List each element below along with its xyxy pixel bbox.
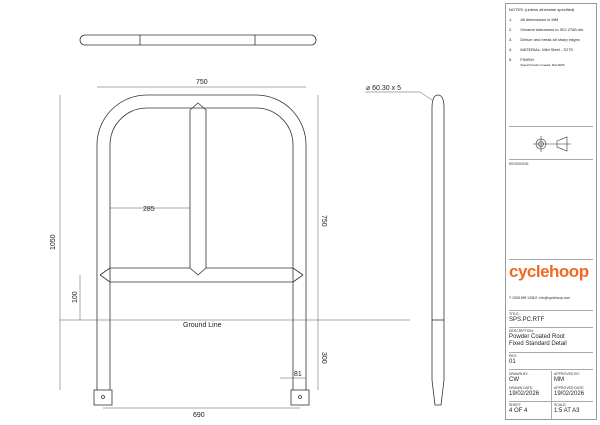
rev-value: 01	[509, 359, 516, 365]
note-text: MATERIAL: Mild Steel - S275	[520, 47, 573, 52]
dim-tube: ⌀ 60.30 x 5	[366, 85, 401, 92]
note-text: All dimensions in MM	[520, 17, 559, 22]
sheet: 4 OF 4	[509, 408, 528, 414]
dim-total-height: 1050	[50, 234, 57, 250]
note-num: 2.	[509, 27, 513, 32]
rev-label: REV:	[509, 354, 518, 358]
approved-date: 19/02/2026	[554, 391, 585, 397]
top-view	[79, 34, 317, 46]
sheet-label: SHEET:	[509, 403, 522, 407]
side-view	[431, 94, 445, 406]
note-num: 5.	[509, 57, 513, 62]
note-item: 4. MATERIAL: Mild Steel - S275	[509, 47, 593, 52]
note-item: 1. All dimensions in MM	[509, 17, 593, 22]
note-num: 3.	[509, 37, 513, 42]
title-label: TITLE:	[509, 312, 520, 316]
approved-by: MM	[554, 377, 564, 383]
dim-rail-height: 100	[72, 291, 79, 303]
ground-line-label: Ground Line	[183, 322, 222, 329]
drawing-title: SPS.PC.RTF	[509, 317, 545, 323]
notes-heading: NOTES: (unless otherwise specified)	[509, 7, 575, 12]
title-block: NOTES: (unless otherwise specified) 1. Al…	[505, 3, 597, 420]
scale: 1:5 AT A3	[554, 408, 580, 414]
revisions-label: REVISIONS:	[509, 162, 530, 166]
note-text: General tolerances to ISO 2768-mk	[520, 27, 584, 32]
description-label: DESCRIPTION:	[509, 329, 534, 333]
drawn-by: CW	[509, 377, 519, 383]
drawn-by-label: DRAWN BY:	[509, 372, 529, 376]
projection-symbol-icon	[533, 136, 571, 152]
dim-inner-width: 285	[143, 206, 155, 213]
note-num: 4.	[509, 47, 513, 52]
note-text: Deburr and break all sharp edges	[520, 37, 580, 42]
notes: NOTES: (unless otherwise specified) 1. Al…	[509, 7, 593, 72]
dim-top-width: 750	[196, 79, 208, 86]
drawn-date: 19/02/2026	[509, 391, 540, 397]
contact-info: T: 0208 699 1336 E: info@cyclehoop.com	[509, 296, 571, 300]
dim-base-width: 690	[193, 412, 205, 419]
front-view	[93, 94, 310, 406]
note-item: 2. General tolerances to ISO 2768-mk	[509, 27, 593, 32]
description: Powder Coated Root Fixed Standard Detail	[509, 334, 567, 347]
note-item: 5. FINISH:Signal Powder Coated, RAL9005	[509, 57, 593, 67]
note-sub: Signal Powder Coated, RAL9005	[520, 63, 565, 67]
dim-embed-depth: 300	[320, 352, 327, 364]
scale-label: SCALE:	[554, 403, 567, 407]
dim-upper-height: 750	[320, 215, 327, 227]
approved-date-label: APPROVED DATE:	[554, 386, 585, 390]
note-num: 1.	[509, 17, 513, 22]
drawn-date-label: DRAWN DATE:	[509, 386, 534, 390]
dim-foot-width: 81	[294, 371, 302, 378]
cyclehoop-logo: cyclehoop	[509, 262, 589, 281]
note-item: 3. Deburr and break all sharp edges	[509, 37, 593, 42]
note-text: FINISH:	[520, 57, 535, 62]
approved-by-label: APPROVED BY:	[554, 372, 580, 376]
